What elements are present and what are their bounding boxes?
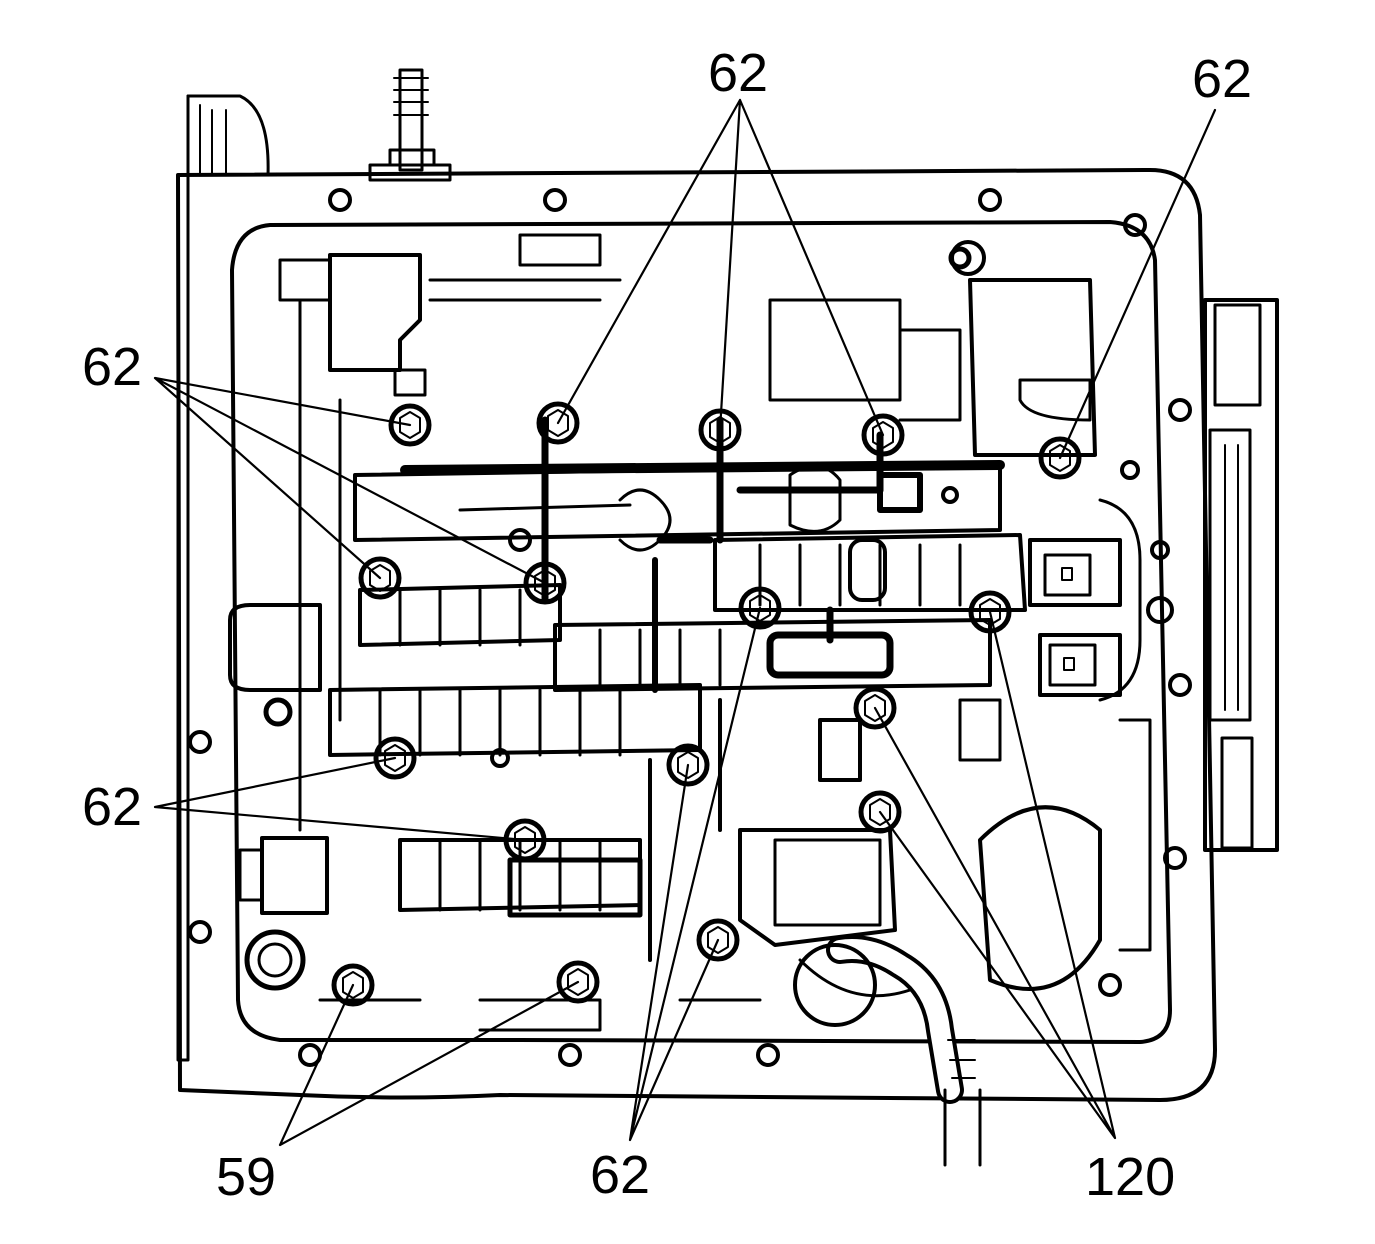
leader-lines (153, 98, 1217, 1147)
callout-label-left-lower: 62 (82, 777, 143, 837)
solenoid-box (738, 828, 897, 947)
callout-label-left-upper: 62 (82, 337, 143, 397)
callout-label-bottom-center: 62 (590, 1145, 651, 1205)
callout-label-bottom-right: 120 (1085, 1147, 1176, 1207)
solenoid-connector-lower (1038, 633, 1122, 697)
callout-label-top-right: 62 (1192, 49, 1253, 109)
case-left-flange (176, 94, 190, 1062)
callout-label-top-center: 62 (708, 43, 769, 103)
solenoid-connector-upper (1028, 538, 1122, 607)
perimeter-holes (188, 188, 1192, 1067)
pressure-control-block (968, 278, 1097, 457)
callout-label-bottom-left: 59 (216, 1147, 277, 1207)
left-connector (260, 836, 329, 915)
bolt-heads (263, 246, 1082, 1007)
right-connector-housing (1203, 298, 1279, 852)
top-left-boss (186, 94, 270, 177)
shaft-stem (398, 68, 424, 172)
inner-boundary (230, 220, 1172, 1044)
spool-bore-middle (713, 533, 1027, 612)
case-outline (176, 168, 1217, 1102)
